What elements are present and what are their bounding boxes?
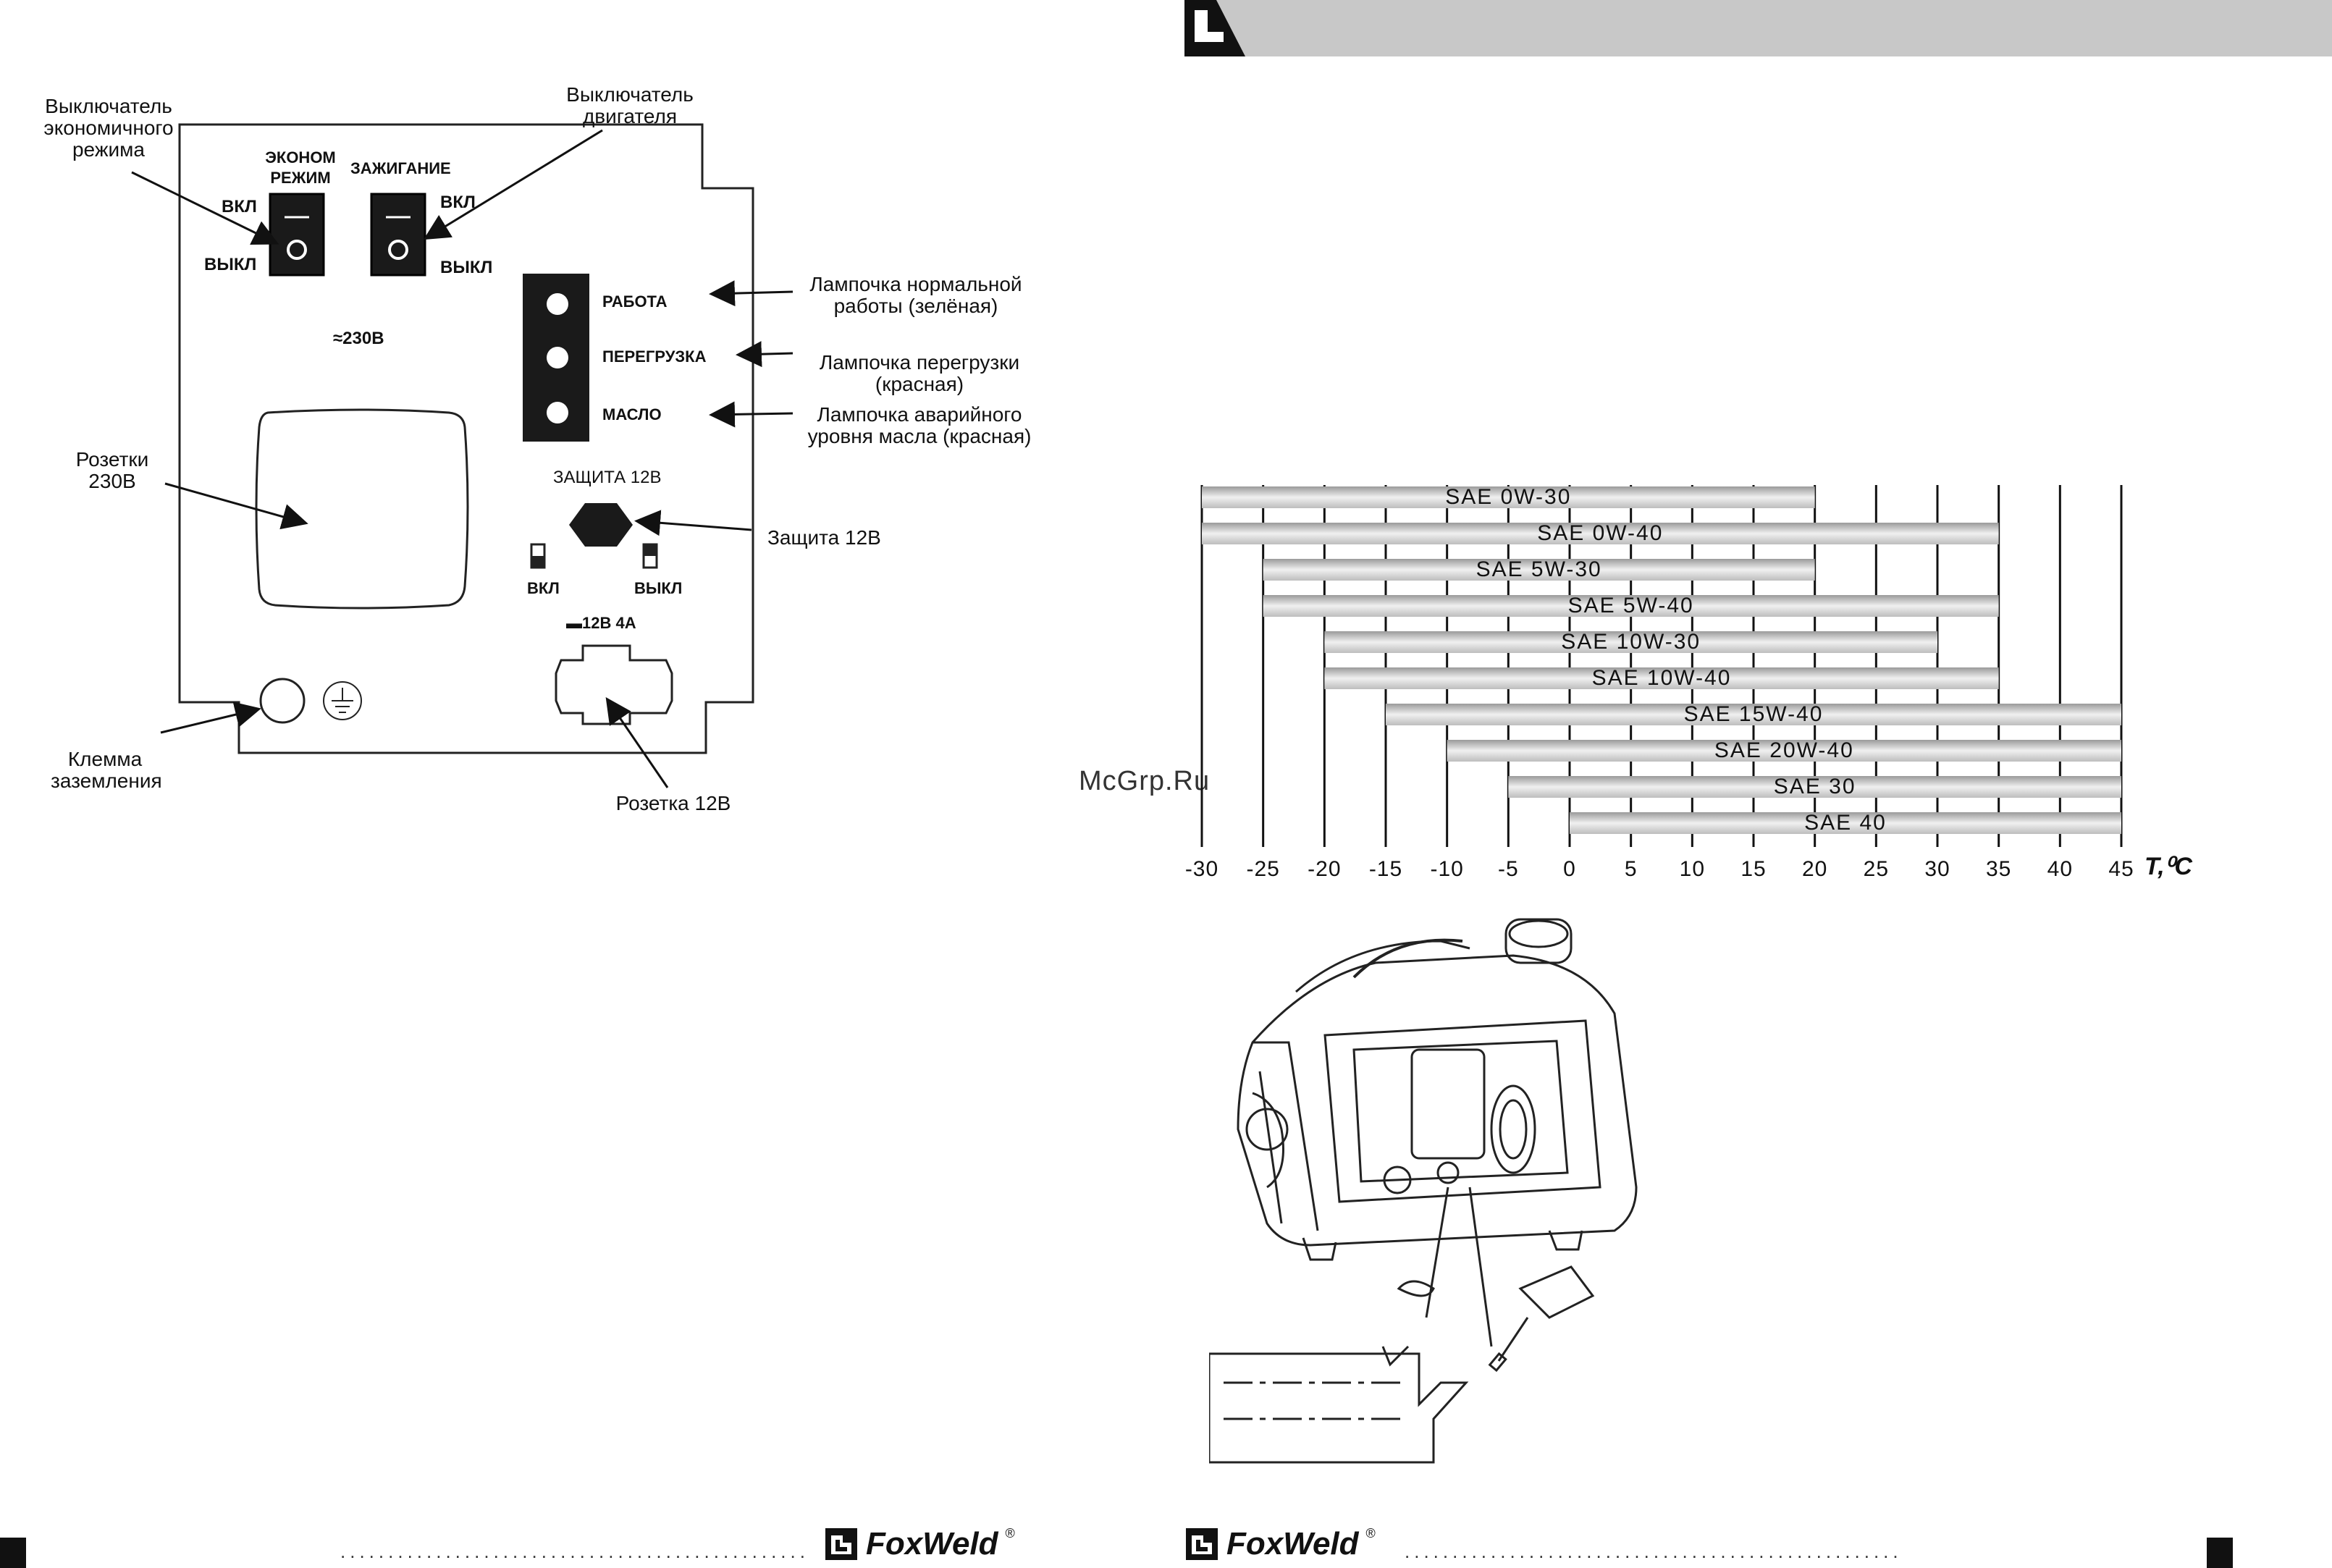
bar-sae-10w-30 (1324, 631, 1937, 653)
lamp-oil (547, 402, 568, 423)
bar-sae-15w-40 (1386, 704, 2121, 725)
panel-label-ignition: ЗАЖИГАНИЕ (350, 159, 451, 177)
panel-label-voltage-ac: ≈230В (333, 329, 384, 348)
tick-label: -15 (1369, 857, 1402, 881)
arrow-icon (634, 510, 752, 536)
footer-dots-left: ........................................… (340, 1540, 811, 1562)
bar-label: SAE 0W-30 (1445, 485, 1571, 509)
panel-label-protection: ЗАЩИТА 12В (553, 468, 662, 487)
tick-label: -5 (1498, 857, 1519, 881)
eco-switch (269, 193, 325, 277)
panel-label-work: РАБОТА (602, 292, 668, 311)
ignition-switch (370, 193, 426, 277)
bar-sae-30 (1508, 776, 2121, 798)
callout-overload-lamp: Лампочка перегрузки (красная) (819, 351, 1020, 395)
bar-sae-5w-40 (1263, 595, 1999, 617)
callout-oil-lamp: Лампочка аварийного уровня масла (красна… (807, 403, 1032, 447)
arrow-icon (423, 129, 603, 240)
bar-label: SAE 10W-30 (1561, 630, 1701, 654)
bar-label: SAE 15W-40 (1684, 702, 1824, 726)
bar-label: SAE 5W-40 (1568, 594, 1694, 617)
bar-sae-5w-30 (1263, 559, 1815, 581)
control-panel-diagram (131, 123, 794, 788)
outlet-230-shape (255, 408, 469, 610)
tick-label: 20 (1802, 857, 1827, 881)
tick-label: -20 (1308, 857, 1341, 881)
watermark: McGrp.Ru (1079, 766, 1211, 796)
tick-label: 45 (2108, 857, 2134, 881)
brand-left: FoxWeld ® (824, 1526, 1015, 1562)
page-marker-right (2207, 1538, 2233, 1568)
panel-outline (178, 123, 754, 754)
panel-label-on-left: ВКЛ (222, 197, 257, 216)
tick-label: 15 (1740, 857, 1766, 881)
bar-label: SAE 30 (1774, 775, 1856, 798)
tick-label: -25 (1246, 857, 1279, 881)
tick-label: 5 (1625, 857, 1638, 881)
panel-label-off-right: ВЫКЛ (440, 258, 493, 277)
callout-ground-terminal: Клемма заземления (51, 748, 162, 792)
bar-sae-10w-40 (1324, 667, 1999, 689)
tick-label: 25 (1864, 857, 1889, 881)
tick-label: 0 (1563, 857, 1576, 881)
brand-name: FoxWeld (866, 1526, 998, 1561)
panel-label-oil: МАСЛО (602, 405, 662, 423)
x-unit-label: T,⁰C (2144, 853, 2192, 880)
callout-normal-lamp: Лампочка нормальной работы (зелёная) (809, 273, 1022, 317)
tick-label: 40 (2047, 857, 2073, 881)
ground-terminal (259, 678, 306, 724)
page-marker-left (0, 1538, 26, 1568)
callout-eco-switch: Выключатель экономичного режима (43, 95, 174, 161)
bar-label: SAE 0W-40 (1537, 521, 1663, 545)
fuse-icon (569, 503, 633, 547)
panel-label-prot-off: ВЫКЛ (634, 579, 683, 597)
callout-protection-12: Защита 12В (767, 526, 881, 549)
bar-label: SAE 20W-40 (1714, 738, 1854, 762)
arrow-icon (709, 280, 794, 307)
arrow-icon (131, 171, 279, 245)
callout-engine-switch: Выключатель двигателя (566, 83, 694, 127)
brand-logo-icon (1186, 1528, 1218, 1560)
bar-label: SAE 40 (1804, 811, 1887, 835)
brand-logo-icon (825, 1528, 857, 1560)
bar-label: SAE 10W-40 (1592, 666, 1732, 690)
tick-label: -10 (1430, 857, 1463, 881)
panel-label-dc: ▬12В 4А (566, 614, 636, 632)
generator-illustration (1209, 918, 1638, 1464)
header-bar (1184, 0, 2332, 56)
bar-sae-20w-40 (1447, 740, 2121, 762)
panel-label-overload: ПЕРЕГРУЗКА (602, 347, 707, 366)
bar-label: SAE 5W-30 (1476, 557, 1602, 581)
brand-mark: ® (1005, 1526, 1015, 1540)
tick-label: 35 (1986, 857, 2011, 881)
panel-label-off-left: ВЫКЛ (204, 255, 257, 274)
panel-label-prot-on: ВКЛ (527, 579, 560, 597)
arrow-icon (709, 401, 794, 428)
callout-outlet-12: Розетка 12В (615, 792, 731, 814)
bar-sae-0w-30 (1202, 486, 1815, 508)
panel-label-on-right: ВКЛ (440, 193, 476, 212)
brand-right: FoxWeld ® (1184, 1526, 1376, 1562)
ground-icon (323, 681, 362, 720)
brand-name: FoxWeld (1226, 1526, 1359, 1561)
tick-label: 10 (1680, 857, 1705, 881)
panel-label-eco: ЭКОНОМ РЕЖИМ (265, 148, 336, 187)
bar-sae-40 (1570, 812, 2121, 834)
arrow-icon (736, 341, 794, 368)
arrow-icon (160, 701, 261, 734)
arrow-icon (164, 482, 308, 530)
lamp-overload (547, 347, 568, 368)
callout-outlets-230: Розетки 230В (75, 448, 149, 492)
tick-label: -30 (1185, 857, 1218, 881)
lamp-work (547, 293, 568, 315)
arrow-icon (605, 697, 669, 788)
tick-label: 30 (1924, 857, 1950, 881)
outlet-12-shape (555, 644, 673, 725)
brand-mark: ® (1365, 1526, 1376, 1540)
bar-sae-0w-40 (1202, 523, 1999, 544)
footer-dots-right: ........................................… (1405, 1540, 1897, 1562)
left-page: Выключатель экономичного режима Выключат… (0, 0, 1158, 1568)
